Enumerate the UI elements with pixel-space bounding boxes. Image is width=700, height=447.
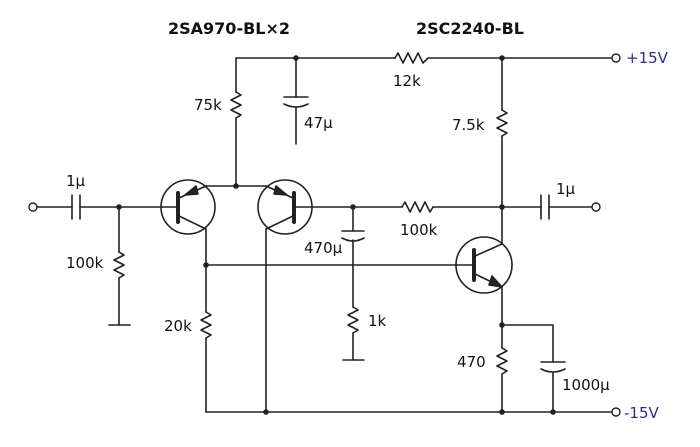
resistor-1k <box>347 306 359 334</box>
resistor-12k-label: 12k <box>393 72 421 90</box>
junction-dot <box>499 409 505 415</box>
resistor-7k5 <box>496 109 508 137</box>
resistor-100k-feedback <box>401 201 434 213</box>
resistor-470-label: 470 <box>457 353 486 371</box>
resistor-20k <box>200 311 212 339</box>
capacitor-470u-label: 470μ <box>304 239 343 257</box>
capacitor-47u-label: 47μ <box>304 114 333 132</box>
capacitor-47u <box>283 57 309 145</box>
transistor-q1-pnp <box>160 179 216 235</box>
capacitor-470u <box>341 206 365 308</box>
resistor-100k-input <box>113 251 125 279</box>
capacitor-input-1u <box>71 194 81 220</box>
resistor-12k <box>394 52 429 64</box>
resistor-1k-label: 1k <box>368 312 387 330</box>
transistor-q3-npn <box>455 236 513 326</box>
junction-dot <box>550 409 556 415</box>
resistor-100k-feedback-label: 100k <box>400 221 438 239</box>
resistor-75k <box>230 91 242 119</box>
negative-terminal[interactable] <box>611 407 621 417</box>
resistor-7k5-label: 7.5k <box>452 116 485 134</box>
capacitor-1000u-label: 1000μ <box>562 376 610 394</box>
wire <box>501 324 554 363</box>
resistor-100k-input-label: 100k <box>66 254 104 272</box>
positive-terminal[interactable] <box>611 53 621 63</box>
output-terminal[interactable] <box>591 202 601 212</box>
pnp-transistor-title: 2SA970-BL×2 <box>168 19 290 38</box>
resistor-75k-label: 75k <box>194 96 222 114</box>
positive-rail-label: +15V <box>626 49 669 67</box>
capacitor-input-label: 1μ <box>66 172 86 190</box>
npn-transistor-title: 2SC2240-BL <box>416 19 524 38</box>
capacitor-1000u <box>540 361 566 413</box>
capacitor-output-label: 1μ <box>556 180 576 198</box>
transistor-q2-pnp <box>257 179 313 235</box>
input-terminal[interactable] <box>28 202 38 212</box>
resistor-470 <box>496 347 508 375</box>
negative-rail-label: -15V <box>624 404 659 422</box>
capacitor-output-1u <box>540 194 550 220</box>
resistor-20k-label: 20k <box>164 317 192 335</box>
